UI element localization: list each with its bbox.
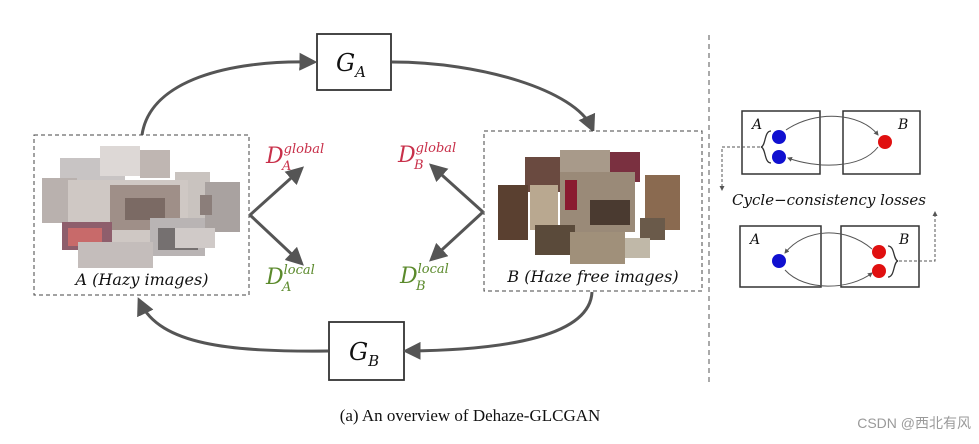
domain-a-label: A (Hazy images)	[74, 270, 209, 289]
haze-free-image-collage	[498, 150, 680, 264]
domain-b-label: B (Haze free images)	[506, 267, 678, 286]
cycle-top-diagram: A B	[719, 110, 921, 191]
cycle-top-forward-arrow	[785, 115, 879, 136]
generator-gb-label: GB	[349, 338, 379, 370]
generator-ga-box: GA	[316, 33, 392, 91]
arrow-b-to-local-disc	[429, 210, 485, 262]
cycle-bottom-label-b: B	[898, 232, 909, 248]
arrow-gb-to-a	[137, 297, 329, 353]
cycle-top-label-b: B	[897, 117, 908, 133]
arrow-a-to-global-disc	[248, 166, 305, 217]
arrow-b-to-global-disc	[428, 163, 485, 214]
domain-b-panel: B (Haze free images)	[483, 130, 703, 292]
cycle-bottom-dot-b2	[872, 264, 886, 278]
cycle-bottom-dot-b1	[872, 245, 886, 259]
arrow-ga-to-b	[391, 60, 596, 133]
cycle-bottom-loss-connector	[899, 211, 938, 262]
arrow-b-to-gb	[402, 291, 594, 360]
cycle-bottom-dot-a	[772, 254, 786, 268]
domain-a-panel: A (Hazy images)	[33, 134, 250, 296]
cycle-bottom-backward-arrow	[784, 269, 873, 287]
cycle-bottom-brace	[887, 245, 899, 278]
arrow-a-to-local-disc	[248, 213, 304, 266]
figure-caption: (a) An overview of Dehaze-GLCGAN	[340, 406, 601, 425]
generator-gb-box: GB	[328, 321, 405, 381]
cycle-bottom-label-a: A	[748, 232, 760, 248]
watermark: CSDN @西北有风	[857, 415, 971, 431]
cycle-top-dot-a2	[772, 150, 786, 164]
cycle-top-loss-connector	[719, 146, 760, 191]
cycle-top-label-a: A	[750, 117, 762, 133]
cycle-top-dot-a1	[772, 130, 786, 144]
cycle-top-brace	[760, 130, 772, 164]
arrow-a-to-ga	[140, 52, 318, 136]
cycle-bottom-diagram: A B	[739, 211, 938, 288]
generator-ga-label: GA	[336, 49, 366, 81]
hazy-image-collage	[42, 146, 240, 268]
cycle-consistency-title: Cycle−consistency losses	[732, 191, 926, 209]
cycle-top-backward-arrow	[787, 146, 879, 166]
cycle-bottom-forward-arrow	[784, 232, 873, 254]
cycle-top-dot-b	[878, 135, 892, 149]
